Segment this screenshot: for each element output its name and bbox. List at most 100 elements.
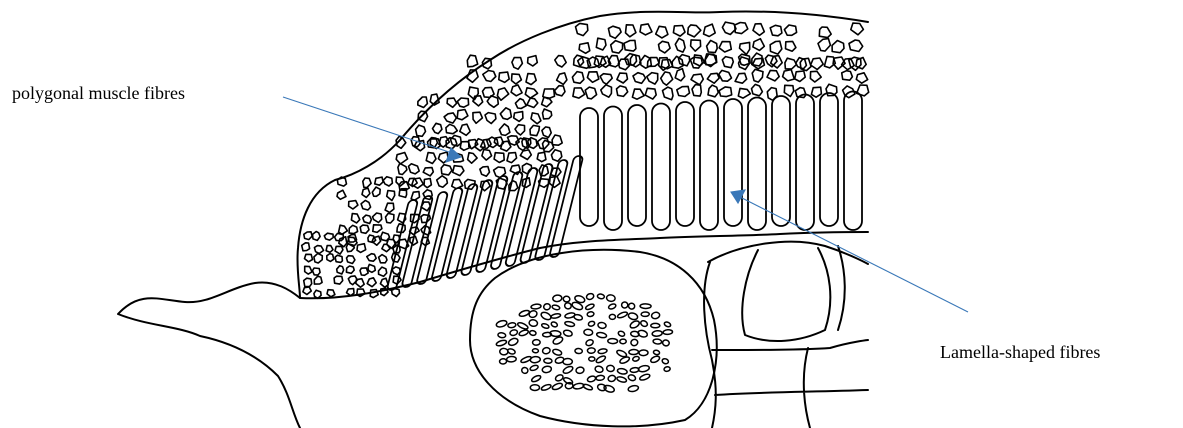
label-polygonal-muscle-fibres: polygonal muscle fibres [12,84,185,102]
polygonal-cell [387,191,395,201]
oval-inclusion [541,323,549,329]
oval-inclusion [552,295,562,302]
polygonal-cell [482,150,492,161]
polygonal-arrowhead [446,148,461,162]
polygonal-cell [349,201,358,209]
oval-inclusion [541,383,552,391]
oval-inclusion [518,329,529,337]
oval-inclusion [597,294,605,300]
polygonal-cell [460,124,470,135]
oval-inclusion [585,339,594,347]
polygonal-cell [457,98,468,107]
polygonal-cell [446,124,457,133]
oval-inclusion [589,357,595,361]
polygonal-cell [819,27,831,38]
polygonal-cell [552,135,562,145]
polygonal-cell [528,56,538,66]
polygonal-cell [659,41,671,53]
polygonal-cell [752,69,763,82]
polygonal-cell [551,150,561,162]
polygonal-cell [337,190,346,199]
oval-inclusion [653,350,660,355]
polygonal-cell [770,25,782,36]
polygonal-cell [784,85,793,96]
polygonal-cell [373,213,382,223]
lamella-fibre [748,98,766,231]
polygonal-cell [313,232,321,241]
polygonal-cell [527,98,538,107]
polygonal-cell [360,268,368,275]
lamella-fibre [505,168,538,266]
polygonal-cell [433,123,442,133]
polygonal-cell [531,113,541,124]
polygonal-cell [585,87,596,99]
polygonal-cell [418,97,428,108]
polygonal-cell [441,165,452,175]
polygonal-cell [608,26,621,38]
polygonal-cell [707,73,719,83]
polygonal-cell [327,290,335,297]
polygonal-cell [500,108,511,120]
polygonal-cell [396,177,405,186]
oval-inclusion [663,329,673,334]
oval-inclusion [630,338,638,346]
central-oval-structure [470,250,717,427]
polygonal-cell [740,42,750,54]
polygonal-cell [719,70,732,81]
polygonal-cell [483,71,496,82]
polygonal-cell [362,188,370,197]
oval-inclusion [606,365,614,372]
lamella-fibre [844,92,862,231]
polygonal-cell [512,74,522,84]
polygonal-cell [372,236,381,245]
oval-inclusion [532,339,540,345]
right-block-structures [704,242,868,428]
lamella-fibre [820,93,838,226]
oval-inclusion [606,294,615,301]
oval-inclusion [587,375,597,383]
polygonal-cell [418,111,428,122]
oval-inclusion [639,350,648,356]
polygonal-cell [753,24,764,36]
polygonal-cell [537,152,546,161]
polygonal-cell [480,167,490,177]
oval-inclusion [550,321,558,328]
oval-inclusion [564,302,572,310]
lamella-fibres [387,92,862,291]
polygonal-cell [555,86,566,96]
polygonal-cell [542,127,551,138]
polygonal-cell [786,41,796,51]
oval-inclusion [500,348,508,355]
polygonal-cell [305,266,312,274]
oval-inclusion [629,320,640,330]
polygonal-cell [832,41,844,53]
lamella-fibre [700,101,718,231]
polygonal-cell [386,213,394,223]
oval-inclusion [521,367,529,374]
polygonal-cell [467,55,477,67]
polygonal-cell [357,244,366,253]
polygonal-cell [611,41,623,54]
polygonal-cell [346,244,354,252]
oval-inclusion [552,336,564,346]
polygonal-cell [347,289,355,296]
polygonal-cell [453,166,464,176]
lamella-fibre [772,96,790,226]
oval-inclusion [575,366,584,374]
oval-inclusion [603,384,615,393]
oval-inclusion [519,309,531,317]
oval-inclusion [596,375,605,381]
polygonal-cell [735,23,748,34]
polygonal-cell [851,23,864,35]
oval-inclusion [542,365,552,373]
polygonal-cell [356,279,364,288]
oval-inclusion [563,358,573,364]
polygonal-cell [439,137,450,148]
polygonal-cell [663,87,674,100]
polygonal-cell [468,153,478,164]
oval-inclusion [640,320,649,328]
polygonal-cell [349,225,358,233]
oval-inclusion [608,338,618,343]
polygonal-cell [511,85,522,96]
oval-inclusion [562,365,574,375]
